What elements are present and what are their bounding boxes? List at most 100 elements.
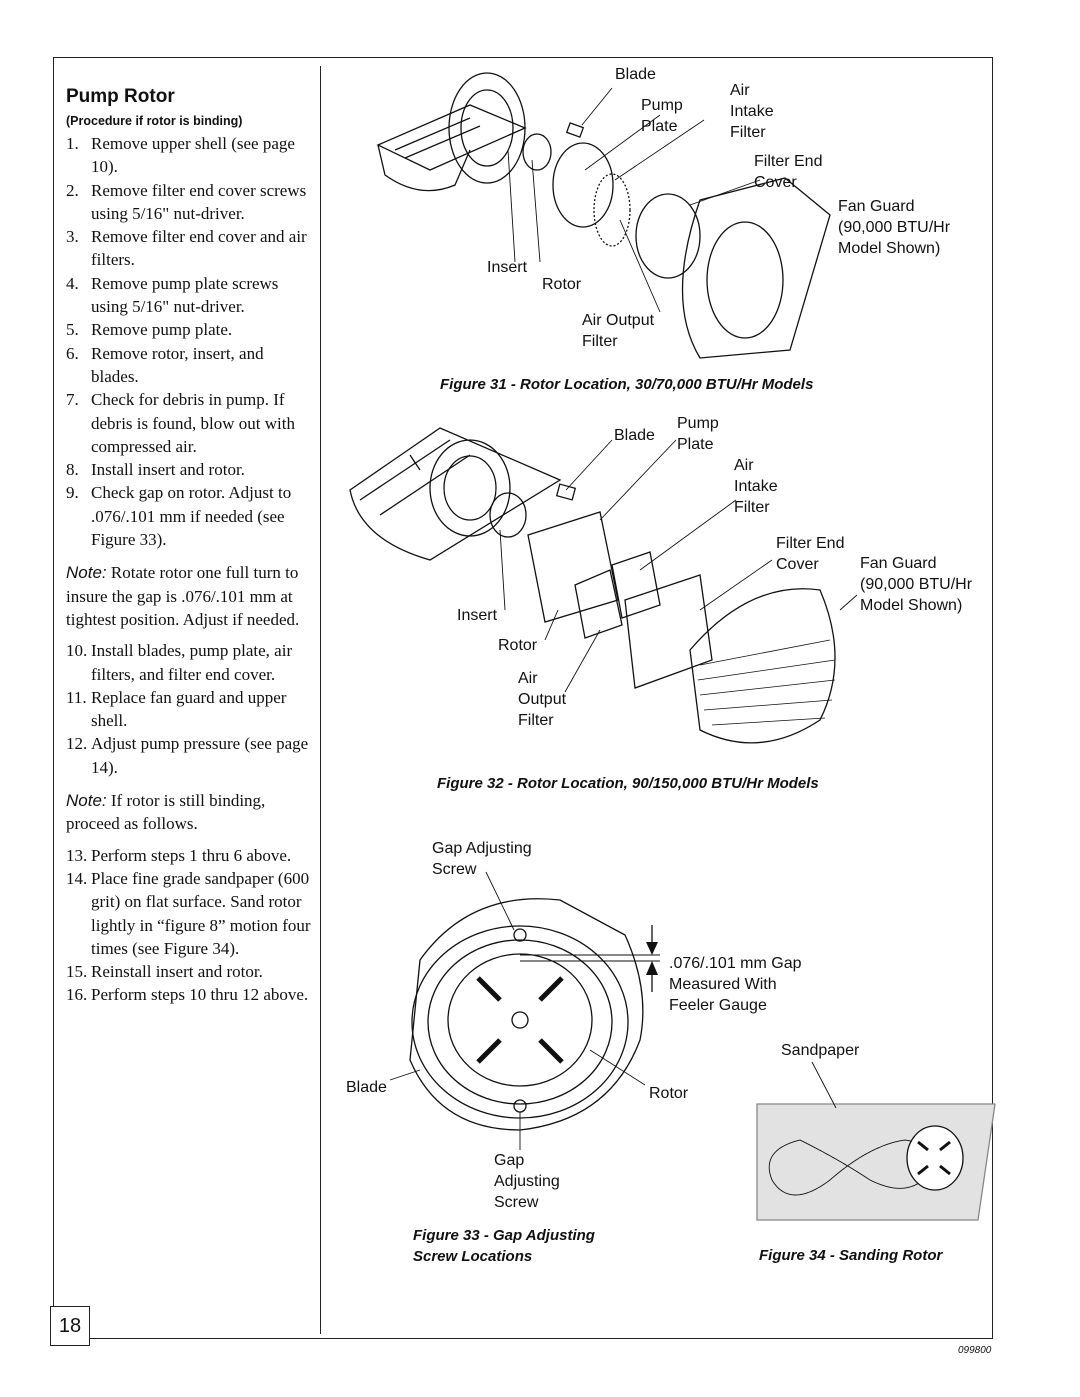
fig31-rotor: [522, 133, 552, 171]
step-number: 15.: [66, 962, 88, 982]
fig32-heater-body: [349, 427, 562, 561]
step-item: 4. Remove pump plate screws using 5/16" n…: [66, 272, 314, 319]
fig33-label-gap: .076/.101 mm Gap Measured With Feeler Ga…: [669, 955, 802, 1014]
fig31-label-blade: Blade: [615, 66, 656, 83]
fig33-blades: [476, 976, 564, 1064]
fig33-label-blade: Blade: [346, 1079, 387, 1096]
step-item: 7. Check for debris in pump. If debris is…: [66, 388, 314, 458]
fig32-filter-end-cover: [624, 574, 713, 689]
fig32-pump-plate: [527, 511, 619, 623]
fig31-label-insert: Insert: [487, 259, 528, 276]
step-number: 7.: [66, 390, 79, 410]
step-item: 11.Replace fan guard and upper shell.: [66, 686, 314, 733]
column-divider: [320, 66, 321, 1334]
section-subtitle: (Procedure if rotor is binding): [66, 114, 243, 128]
fig31-pump-housing: [448, 72, 526, 184]
fig33-gap-arrow-bottom: [646, 961, 658, 975]
fig31-label-air-intake: Air Intake Filter: [730, 82, 774, 141]
step-number: 9.: [66, 483, 79, 503]
fig34-leader: [811, 1061, 837, 1109]
fig33-gap-screw-top: [513, 928, 527, 942]
step-item: 3. Remove filter end cover and air filter…: [66, 225, 314, 272]
fig32-rotor: [489, 492, 527, 538]
fig33-gap-screw-bottom: [513, 1099, 527, 1113]
fig33-caption: Figure 33 - Gap Adjusting Screw Location…: [413, 1227, 595, 1265]
fig31-label-fan-guard: Fan Guard (90,000 BTU/Hr Model Shown): [838, 198, 951, 257]
step-text: Adjust pump pressure (see page 14).: [91, 734, 309, 777]
fig31-label-rotor: Rotor: [542, 276, 582, 293]
fig33-housing-ring-inner: [427, 939, 613, 1105]
step-number: 8.: [66, 460, 79, 480]
steps-group-b: 10.Install blades, pump plate, air filte…: [66, 639, 314, 779]
step-number: 10.: [66, 641, 88, 661]
fig33-housing-outline: [409, 898, 644, 1131]
fig33-rotor: [447, 953, 593, 1087]
step-text: Perform steps 10 thru 12 above.: [91, 985, 309, 1005]
fig31-leaders: [507, 87, 761, 313]
step-item: 12.Adjust pump pressure (see page 14).: [66, 732, 314, 779]
step-number: 5.: [66, 320, 79, 340]
step-item: 14.Place fine grade sandpaper (600 grit)…: [66, 867, 314, 960]
fig32-pump-housing-inner: [443, 455, 497, 521]
fig32-label-air-output: Air Output Filter: [518, 670, 567, 729]
step-number: 4.: [66, 273, 79, 293]
step-item: 16.Perform steps 10 thru 12 above.: [66, 983, 314, 1006]
note-text: Rotate rotor one full turn to insure the…: [66, 563, 300, 629]
step-text: Place fine grade sandpaper (600 grit) on…: [91, 868, 311, 958]
step-number: 14.: [66, 868, 88, 888]
note-label: Note:: [66, 791, 107, 811]
procedure-steps: 1.Remove upper shell (see page 10).2.Rem…: [66, 132, 314, 1007]
fig31-fan-guard-opening: [706, 221, 784, 339]
step-item: 13.Perform steps 1 thru 6 above.: [66, 844, 314, 867]
fig34-drawing: [756, 1061, 996, 1221]
step-text: Remove pump plate screws using 5/16" nut…: [91, 273, 279, 317]
step-number: 1.: [66, 134, 79, 153]
step-text: Remove filter end cover and air filters.: [91, 227, 307, 270]
fig32-label-filter-end: Filter End Cover: [776, 535, 845, 573]
fig33-drawing: [389, 871, 660, 1150]
step-text: Remove pump plate.: [91, 320, 233, 340]
step-text: Install blades, pump plate, air filters,…: [91, 641, 293, 684]
fig34-rotor-slots: [917, 1140, 951, 1176]
step-number: 11.: [66, 687, 87, 707]
fig31-fan-guard: [681, 177, 831, 359]
step-text: Perform steps 1 thru 6 above.: [91, 845, 292, 865]
document-code: 099800: [958, 1345, 992, 1356]
fig34-figure8-path: [768, 1139, 933, 1196]
note-text: If rotor is still binding, proceed as fo…: [66, 791, 266, 834]
step-number: 3.: [66, 227, 79, 247]
fig32-label-pump-plate: Pump Plate: [677, 415, 719, 453]
steps-group-a: 1.Remove upper shell (see page 10).2.Rem…: [66, 132, 314, 551]
fig31-drawing: [376, 72, 831, 359]
fig33-leaders: [389, 871, 646, 1150]
step-number: 2.: [66, 180, 79, 200]
fig31-pump-housing-inner: [460, 89, 514, 167]
fig33-label-rotor: Rotor: [649, 1085, 689, 1102]
fig31-label-air-output: Air Output Filter: [582, 312, 655, 350]
fig32-caption: Figure 32 - Rotor Location, 90/150,000 B…: [437, 775, 819, 792]
fig33-gap-lines: [520, 954, 660, 962]
fig32-drawing: [349, 427, 858, 744]
page-number: 18: [50, 1306, 90, 1346]
step-item: 15.Reinstall insert and rotor.: [66, 960, 314, 983]
step-number: 13.: [66, 845, 88, 865]
fig31-caption: Figure 31 - Rotor Location, 30/70,000 BT…: [440, 376, 814, 393]
fig33-label-gap-screw-top: Gap Adjusting Screw: [432, 840, 532, 878]
fig32-label-insert: Insert: [457, 607, 498, 624]
fig32-label-fan-guard: Fan Guard (90,000 BTU/Hr Model Shown): [860, 555, 973, 614]
fig31-intake-filter: [593, 173, 631, 247]
fig31-label-filter-end: Filter End Cover: [754, 153, 823, 191]
note-rotate: Note: Rotate rotor one full turn to insu…: [66, 561, 314, 631]
fig33-rotor-hub: [511, 1011, 529, 1029]
fig32-filter-block: [611, 551, 661, 619]
step-text: Check for debris in pump. If debris is f…: [91, 390, 295, 456]
step-text: Remove rotor, insert, and blades.: [91, 343, 264, 386]
fig31-pump-plate: [552, 142, 614, 228]
page-frame: [53, 57, 993, 1339]
step-item: 10.Install blades, pump plate, air filte…: [66, 639, 314, 686]
step-text: Install insert and rotor.: [91, 460, 245, 480]
step-number: 16.: [66, 985, 88, 1005]
fig32-fan-guard-slats: [697, 639, 836, 726]
step-item: 6.Remove rotor, insert, and blades.: [66, 342, 314, 389]
fig32-label-blade: Blade: [614, 427, 655, 444]
